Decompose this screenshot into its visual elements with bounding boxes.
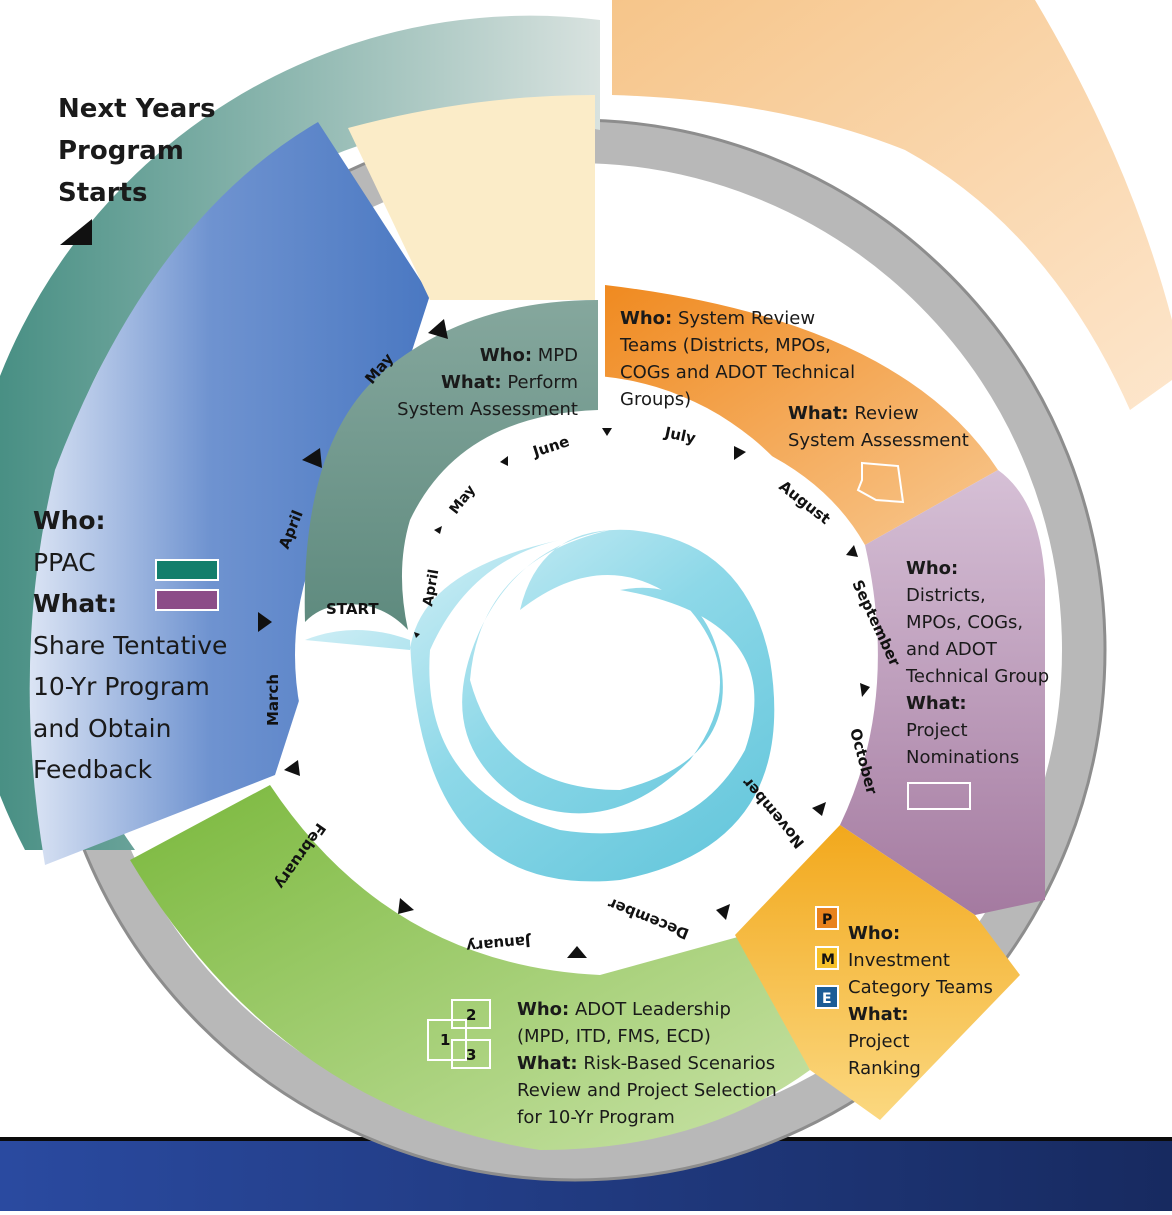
ppac-what-line: Feedback <box>33 755 153 784</box>
nominations-panel <box>840 470 1045 915</box>
nominations-what-line: Nominations <box>906 747 1020 768</box>
month-january: January <box>465 932 532 956</box>
inner-month-april: April <box>420 568 442 608</box>
who-label: Who: <box>479 345 533 366</box>
review-who-line: Groups) <box>620 389 692 410</box>
headline-arrow <box>60 219 92 245</box>
ring-arrow <box>734 446 746 460</box>
who-label: Who: <box>620 308 673 329</box>
selection-what-line: for 10-Yr Program <box>517 1107 675 1128</box>
nominations-what-line: Project <box>906 720 968 741</box>
who-label: Who: <box>848 923 901 944</box>
selection-what-line: Review and Project Selection <box>517 1080 777 1101</box>
ring-arrow <box>846 545 858 557</box>
who-label: Who: <box>906 558 959 579</box>
nominations-who-line: MPOs, COGs, <box>906 612 1024 633</box>
what-label: What: <box>788 403 849 424</box>
cream-panel <box>348 95 595 300</box>
nominations-who-line: Technical Group <box>906 666 1050 687</box>
teal-swatch <box>155 559 219 581</box>
review-what-text: What: Review System Assessment <box>788 400 969 454</box>
headline: Next Years Program Starts <box>58 88 216 214</box>
ranking-what-line: Project <box>848 1031 910 1052</box>
what-label: What: <box>906 693 967 714</box>
what-label: What: <box>440 372 502 393</box>
who-label: Who: <box>33 506 106 535</box>
review-who-line: COGs and ADOT Technical <box>620 362 856 383</box>
badge-e-letter: E <box>822 991 832 1007</box>
ring-arrow <box>500 456 508 466</box>
ppac-text: Who: PPAC What: Share Tentative 10-Yr Pr… <box>33 500 227 791</box>
review-text: Who: System Review Teams (Districts, MPO… <box>620 305 855 413</box>
ring-arrow <box>398 898 414 914</box>
badge-m-letter: M <box>821 952 835 968</box>
review-who-line: System Review <box>677 308 816 329</box>
ppac-what-line: 10-Yr Program <box>33 672 210 701</box>
badge-p <box>815 906 839 930</box>
scenario-number-3: 3 <box>466 1046 476 1064</box>
nominations-text: Who: Districts, MPOs, COGs, and ADOT Tec… <box>906 555 1049 771</box>
ranking-panel <box>735 825 1020 1120</box>
ring-arrow <box>434 526 442 534</box>
selection-who-line2: (MPD, ITD, FMS, ECD) <box>517 1026 711 1047</box>
start-label: START <box>326 600 379 618</box>
assessment-text: Who: MPD What: Perform System Assessment <box>380 342 578 423</box>
empty-swatch <box>907 782 971 810</box>
ring-arrow <box>258 612 272 632</box>
ring-arrow <box>860 683 870 697</box>
headline-line: Starts <box>58 178 148 208</box>
who-label: Who: <box>517 999 570 1020</box>
scenario-number-1: 1 <box>440 1031 450 1049</box>
nominations-who-line: Districts, <box>906 585 986 606</box>
ring-arrow <box>812 802 826 816</box>
scenario-boxes-icon: 2 1 3 <box>427 999 491 1069</box>
selection-text: Who: ADOT Leadership (MPD, ITD, FMS, ECD… <box>517 996 777 1131</box>
purple-swatch <box>155 589 219 611</box>
headline-line: Program <box>58 136 184 166</box>
ring-arrow <box>567 946 587 958</box>
ppac-panel <box>29 122 430 865</box>
headline-line: Next Years <box>58 94 216 124</box>
ppac-who: PPAC <box>33 547 96 577</box>
ring-arrow <box>602 428 612 436</box>
badge-p-letter: P <box>822 912 832 928</box>
selection-what: Risk-Based Scenarios <box>583 1053 776 1074</box>
selection-panel <box>130 785 810 1150</box>
ranking-what-line: Ranking <box>848 1058 921 1079</box>
what-label: What: <box>517 1053 578 1074</box>
next-year-teal-band <box>0 15 600 850</box>
ranking-who-line: Category Teams <box>848 977 993 998</box>
ppac-what-line: Share Tentative <box>33 630 228 660</box>
cycle-spiral <box>305 529 775 882</box>
peach-band <box>612 0 1172 410</box>
badge-e <box>815 985 839 1009</box>
assessment-who: MPD <box>537 345 578 366</box>
assessment-what-line2: System Assessment <box>397 399 578 420</box>
assessment-what: Perform <box>507 372 578 393</box>
ring-arrow <box>716 904 730 920</box>
review-who-line: Teams (Districts, MPOs, <box>620 335 831 356</box>
ring-arrow <box>428 319 448 339</box>
arizona-outline-icon <box>856 461 905 504</box>
ranking-text: Who: Investment Category Teams What: Pro… <box>848 920 993 1082</box>
what-label: What: <box>33 589 118 618</box>
scenario-number-2: 2 <box>466 1006 476 1024</box>
review-what: Review <box>854 403 919 424</box>
what-label: What: <box>848 1004 909 1025</box>
selection-who: ADOT Leadership <box>574 999 731 1020</box>
ring-arrow <box>414 632 420 638</box>
ranking-who-line: Investment <box>848 950 950 971</box>
ppac-what-line: and Obtain <box>33 713 172 743</box>
month-march: March <box>264 674 282 726</box>
ring-arrow <box>284 760 300 776</box>
badge-m <box>815 946 839 970</box>
ring-arrow <box>302 448 322 468</box>
assessment-wedge <box>304 300 598 630</box>
review-what-line2: System Assessment <box>788 430 969 451</box>
nominations-who-line: and ADOT <box>906 639 997 660</box>
